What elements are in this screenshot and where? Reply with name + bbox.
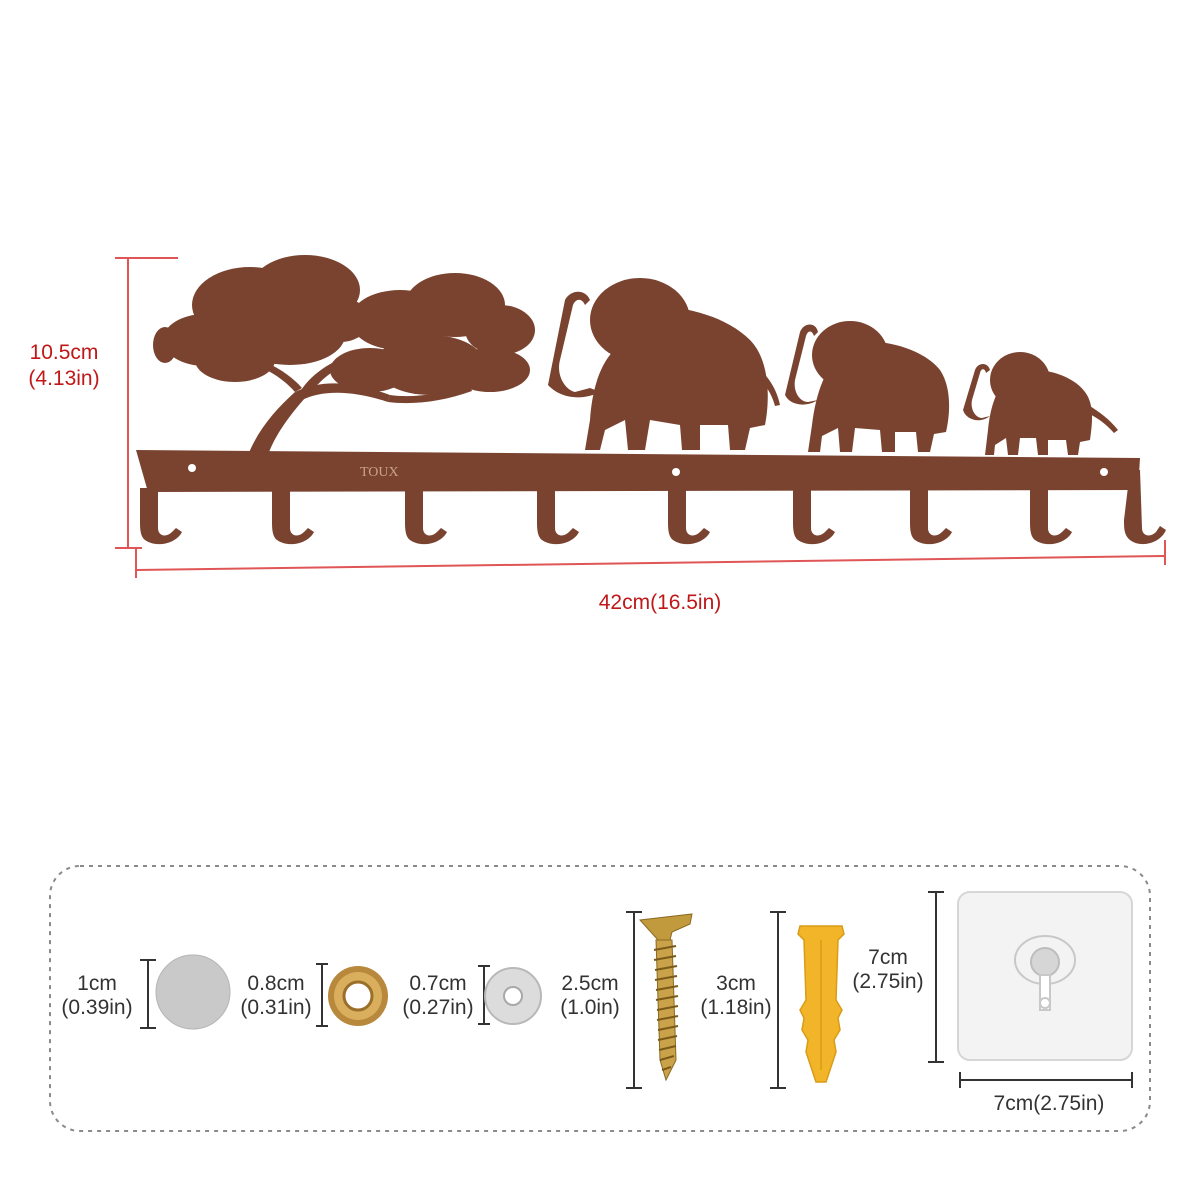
- flat-washer-in: (0.27in): [402, 996, 474, 1019]
- wall-anchor-icon: [797, 925, 845, 1083]
- flat-washer-size: 0.7cm (0.27in): [392, 972, 484, 1020]
- adhesive-hook-icon: [957, 891, 1133, 1061]
- cover-cap-icon: [155, 954, 231, 1030]
- cover-cap-in: (0.39in): [61, 996, 133, 1019]
- rack-height-cm: 10.5cm: [29, 341, 99, 364]
- adhesive-hook-width: 7cm(2.75in): [993, 1092, 1105, 1115]
- elephant-large: [548, 278, 780, 450]
- width-dimension-line: [135, 540, 1166, 578]
- brass-washer-cm: 0.8cm: [247, 972, 305, 995]
- adhesive-hook-height: 7cm (2.75in): [842, 946, 934, 994]
- wall-anchor-size: 3cm (1.18in): [688, 972, 784, 1020]
- rack-bar: [136, 450, 1140, 492]
- accessories-panel: [49, 865, 1151, 1132]
- cover-cap-cm: 1cm: [77, 972, 117, 995]
- brass-washer-icon: [328, 966, 388, 1026]
- rack-width-label: 42cm(16.5in): [598, 591, 722, 614]
- rack-height-label: 10.5cm (4.13in): [14, 340, 114, 393]
- rack-hooks: [140, 470, 1166, 545]
- mounting-holes: [188, 464, 1108, 476]
- elephant-small: [963, 352, 1118, 455]
- flat-washer-icon: [484, 967, 542, 1025]
- brass-washer-size: 0.8cm (0.31in): [230, 972, 322, 1020]
- screw-icon: [638, 913, 693, 1082]
- accessory-size-brackets: [140, 891, 1133, 1089]
- acacia-tree: [153, 255, 535, 455]
- adhesive-hook-cm: 7cm: [868, 946, 908, 969]
- height-dimension-line: [115, 257, 178, 549]
- key-rack: [136, 255, 1166, 545]
- screw-in: (1.0in): [560, 996, 620, 1019]
- rack-height-in: (4.13in): [28, 367, 100, 391]
- wall-anchor-in: (1.18in): [700, 996, 772, 1019]
- screw-size: 2.5cm (1.0in): [548, 972, 632, 1020]
- screw-cm: 2.5cm: [561, 972, 619, 995]
- cover-cap-size: 1cm (0.39in): [52, 972, 142, 1020]
- brass-washer-in: (0.31in): [240, 996, 312, 1019]
- adhesive-hook-in: (2.75in): [852, 970, 924, 993]
- rack-engraving: TOUX: [360, 465, 399, 480]
- wall-anchor-cm: 3cm: [716, 972, 756, 995]
- flat-washer-cm: 0.7cm: [409, 972, 467, 995]
- elephant-medium: [785, 321, 950, 452]
